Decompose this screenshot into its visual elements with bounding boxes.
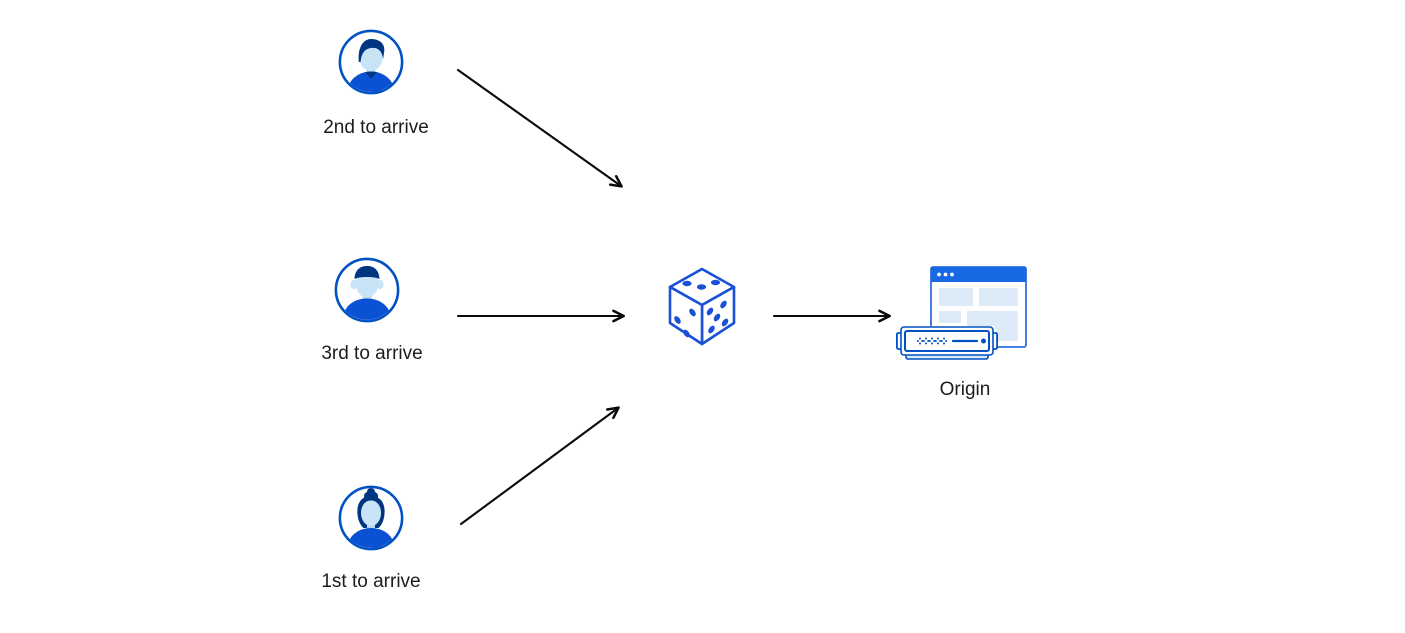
origin-server	[895, 326, 998, 367]
arrow-2nd-to-dice	[456, 68, 623, 188]
actor-3rd-label: 3rd to arrive	[321, 343, 423, 364]
server-dot-pattern	[916, 337, 948, 345]
actor-2nd	[338, 29, 404, 100]
actor-1st-label: 1st to arrive	[321, 571, 421, 592]
avatar-man-flattop-icon	[334, 257, 400, 323]
avatar-man-quiff-icon	[338, 29, 404, 95]
dice-node	[666, 266, 738, 353]
actor-3rd	[334, 257, 400, 328]
avatar-woman-bun-icon	[338, 485, 404, 551]
actor-2nd-label: 2nd to arrive	[323, 117, 429, 138]
arrow-1st-to-dice	[459, 406, 620, 526]
dice-icon	[668, 267, 736, 346]
actor-1st	[338, 485, 404, 556]
server-icon	[895, 326, 998, 360]
origin-label: Origin	[939, 379, 991, 400]
